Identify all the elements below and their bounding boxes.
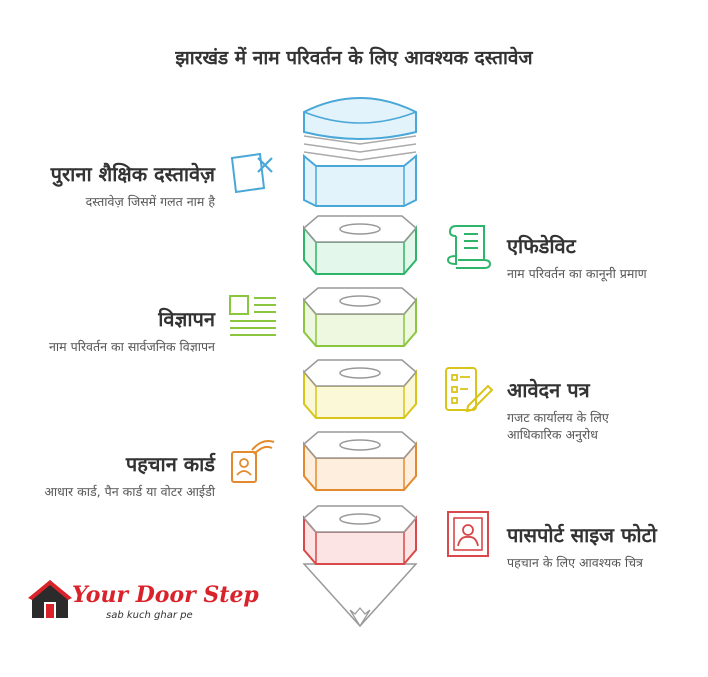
portrait-photo-icon	[447, 511, 489, 557]
segment-1	[302, 215, 418, 275]
heading-old-document: पुराना शैक्षिक दस्तावेज़	[50, 162, 215, 186]
segment-3	[302, 359, 418, 419]
label-photo: पासपोर्ट साइज फोटो पहचान के लिए आवश्यक च…	[507, 521, 702, 571]
desc-photo: पहचान के लिए आवश्यक चित्र	[507, 555, 643, 570]
scroll-document-icon	[446, 225, 492, 269]
id-card-icon	[231, 440, 275, 483]
heading-id-card: पहचान कार्ड	[125, 452, 215, 476]
label-advertisement: विज्ञापन नाम परिवर्तन का सार्वजनिक विज्ञ…	[45, 305, 215, 355]
desc-id-card: आधार कार्ड, पैन कार्ड या वोटर आईडी	[44, 484, 215, 499]
segment-2	[302, 287, 418, 347]
logo-brand-name: Your Door Step	[72, 582, 259, 608]
heading-photo: पासपोर्ट साइज फोटो	[507, 523, 657, 547]
house-logo-icon	[28, 580, 72, 618]
heading-application: आवेदन पत्र	[507, 378, 590, 402]
desc-old-document: दस्तावेज़ जिसमें गलत नाम है	[85, 194, 215, 209]
label-application: आवेदन पत्र गजट कार्यालय के लिए आधिकारिक …	[507, 376, 657, 443]
desc-advertisement: नाम परिवर्तन का सार्वजनिक विज्ञापन	[48, 339, 215, 354]
label-id-card: पहचान कार्ड आधार कार्ड, पैन कार्ड या वोट…	[30, 450, 215, 500]
heading-affidavit: एफिडेविट	[507, 234, 576, 258]
label-affidavit: एफिडेविट नाम परिवर्तन का कानूनी प्रमाण	[507, 232, 697, 282]
cancelled-document-icon	[230, 152, 273, 194]
your-door-step-logo: Your Door Step sab kuch ghar pe	[28, 576, 259, 626]
segment-0	[303, 97, 417, 207]
segment-5	[302, 505, 418, 565]
pencil-lead	[349, 607, 371, 628]
newspaper-icon	[229, 295, 276, 336]
desc-affidavit: नाम परिवर्तन का कानूनी प्रमाण	[507, 266, 647, 281]
heading-advertisement: विज्ञापन	[158, 307, 215, 331]
form-with-pen-icon	[445, 367, 494, 413]
segment-4	[302, 431, 418, 491]
diagram-title: झारखंड में नाम परिवर्तन के लिए आवश्यक दस…	[175, 47, 533, 69]
label-old-document: पुराना शैक्षिक दस्तावेज़ दस्तावेज़ जिसमे…	[10, 160, 215, 210]
logo-tagline: sab kuch ghar pe	[106, 610, 193, 621]
desc-application: गजट कार्यालय के लिए आधिकारिक अनुरोध	[507, 410, 609, 442]
